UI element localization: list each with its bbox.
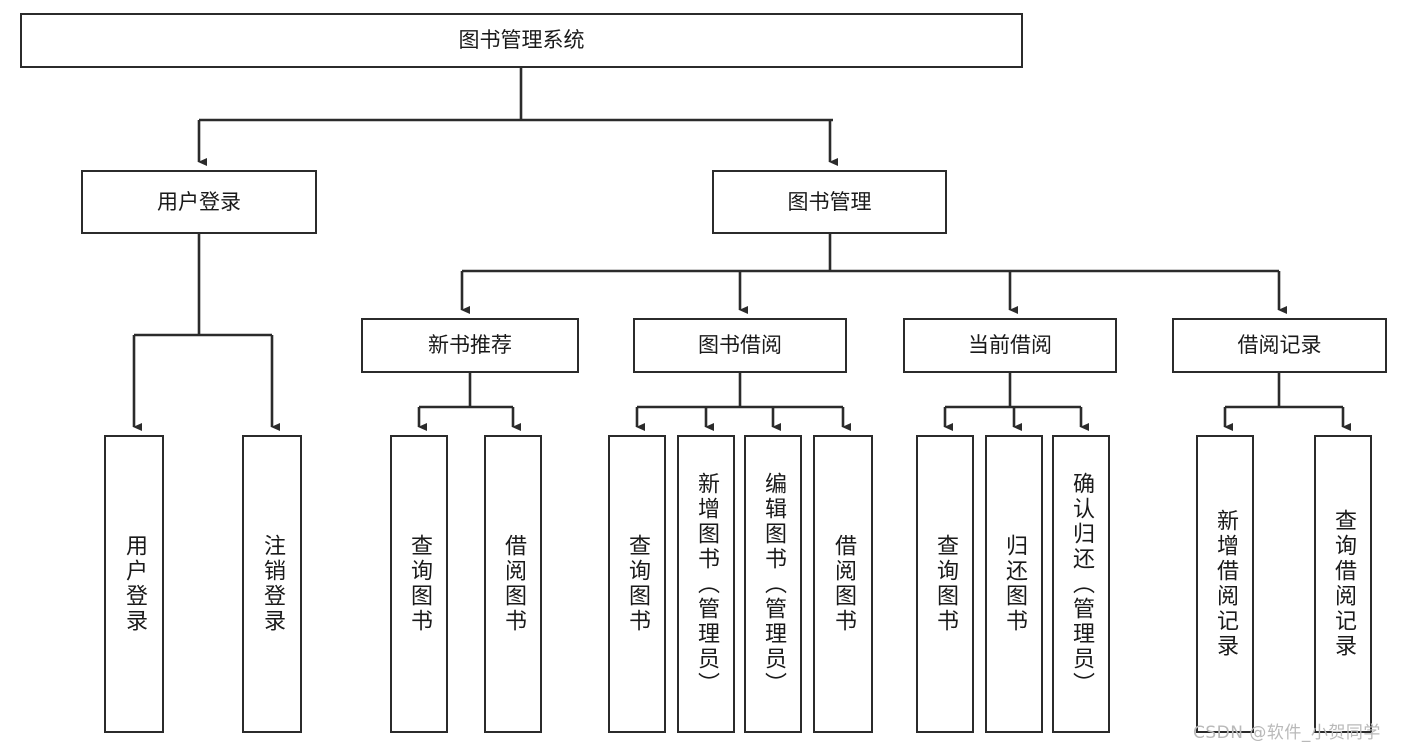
- node-leaf-query-book-cur-label: 查询图书: [933, 534, 958, 634]
- node-leaf-query-book[interactable]: 查询图书: [608, 435, 666, 733]
- node-leaf-borrow-book[interactable]: 借阅图书: [813, 435, 873, 733]
- node-leaf-query-borrow-rec-label: 查询借阅记录: [1331, 509, 1356, 659]
- node-leaf-return-book-label: 归还图书: [1002, 534, 1027, 634]
- node-borrow-record[interactable]: 借阅记录: [1172, 318, 1387, 373]
- node-leaf-edit-book-admin-label: 编辑图书（管理员）: [761, 471, 786, 697]
- node-leaf-borrow-book-rec[interactable]: 借阅图书: [484, 435, 542, 733]
- node-book-borrow-label: 图书借阅: [698, 333, 782, 358]
- node-leaf-query-book-cur[interactable]: 查询图书: [916, 435, 974, 733]
- node-current-borrow-label: 当前借阅: [968, 333, 1052, 358]
- node-book-manage[interactable]: 图书管理: [712, 170, 947, 234]
- node-new-book-rec-label: 新书推荐: [428, 333, 512, 358]
- node-leaf-query-book-rec[interactable]: 查询图书: [390, 435, 448, 733]
- node-user-login-label: 用户登录: [157, 189, 241, 214]
- node-leaf-user-logout-label: 注销登录: [260, 534, 285, 634]
- node-leaf-add-book-admin-label: 新增图书（管理员）: [694, 471, 719, 697]
- node-current-borrow[interactable]: 当前借阅: [903, 318, 1117, 373]
- node-leaf-borrow-book-rec-label: 借阅图书: [501, 534, 526, 634]
- node-user-login[interactable]: 用户登录: [81, 170, 317, 234]
- node-leaf-user-login[interactable]: 用户登录: [104, 435, 164, 733]
- node-leaf-edit-book-admin[interactable]: 编辑图书（管理员）: [744, 435, 802, 733]
- node-leaf-add-borrow-rec[interactable]: 新增借阅记录: [1196, 435, 1254, 733]
- node-leaf-return-book[interactable]: 归还图书: [985, 435, 1043, 733]
- node-leaf-confirm-return[interactable]: 确认归还（管理员）: [1052, 435, 1110, 733]
- node-leaf-query-borrow-rec[interactable]: 查询借阅记录: [1314, 435, 1372, 733]
- node-leaf-user-logout[interactable]: 注销登录: [242, 435, 302, 733]
- node-leaf-query-book-label: 查询图书: [625, 534, 650, 634]
- node-leaf-borrow-book-label: 借阅图书: [831, 534, 856, 634]
- node-root-label: 图书管理系统: [458, 28, 585, 53]
- node-root[interactable]: 图书管理系统: [20, 13, 1023, 68]
- node-new-book-rec[interactable]: 新书推荐: [361, 318, 579, 373]
- node-book-manage-label: 图书管理: [787, 189, 872, 214]
- node-leaf-add-borrow-rec-label: 新增借阅记录: [1213, 509, 1238, 659]
- node-leaf-query-book-rec-label: 查询图书: [407, 534, 432, 634]
- watermark: CSDN @软件_小贺同学: [1193, 723, 1381, 743]
- node-leaf-add-book-admin[interactable]: 新增图书（管理员）: [677, 435, 735, 733]
- node-leaf-confirm-return-label: 确认归还（管理员）: [1069, 471, 1094, 697]
- node-leaf-user-login-label: 用户登录: [122, 534, 147, 634]
- node-book-borrow[interactable]: 图书借阅: [633, 318, 847, 373]
- node-borrow-record-label: 借阅记录: [1237, 333, 1322, 358]
